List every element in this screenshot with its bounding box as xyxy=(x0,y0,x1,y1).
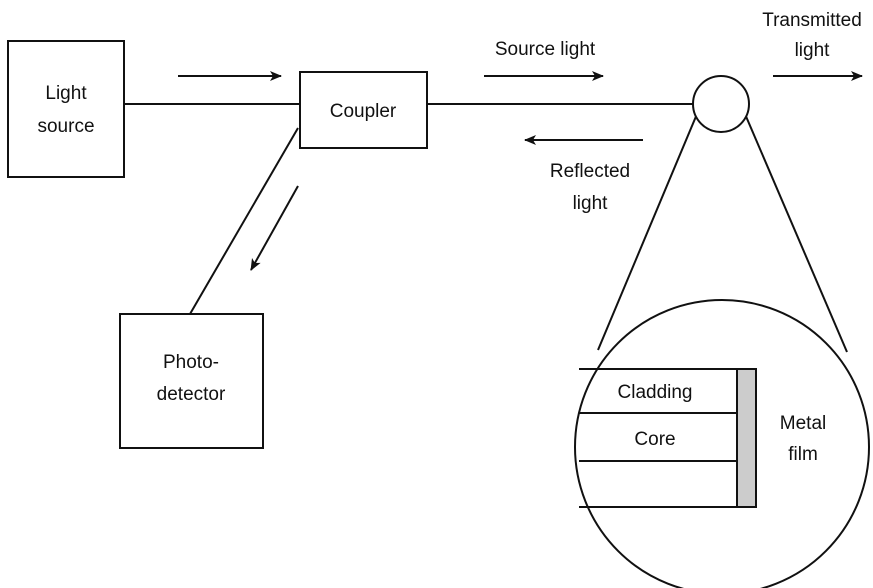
reflected-light-label-2: light xyxy=(573,193,609,214)
photodetector-box xyxy=(119,313,264,449)
light-source-label-2: source xyxy=(37,116,94,137)
light-source-label-1: Light xyxy=(45,83,87,104)
coupler-label: Coupler xyxy=(330,101,397,122)
metal-film-label-2: film xyxy=(788,444,818,465)
transmitted-light-label-2: light xyxy=(795,40,831,61)
arrow-to-photodetector xyxy=(250,185,299,271)
light-source-box xyxy=(7,40,125,178)
zoom-line-right xyxy=(744,113,848,353)
source-light-label: Source light xyxy=(495,39,596,60)
sensing-point-circle xyxy=(692,75,750,133)
zoom-line-left xyxy=(597,113,698,351)
coupler-box xyxy=(299,71,428,149)
magnified-circle xyxy=(574,299,870,588)
core-label: Core xyxy=(634,429,675,450)
reflected-light-label-1: Reflected xyxy=(550,161,630,182)
photodetector-label-1: Photo- xyxy=(163,352,219,373)
metal-film-label-1: Metal xyxy=(780,413,826,434)
cladding-label: Cladding xyxy=(618,382,693,403)
photodetector-label-2: detector xyxy=(157,384,226,405)
fiber-coupler-to-detector xyxy=(189,127,299,315)
metal-film xyxy=(736,368,757,508)
transmitted-light-label-1: Transmitted xyxy=(762,10,862,31)
